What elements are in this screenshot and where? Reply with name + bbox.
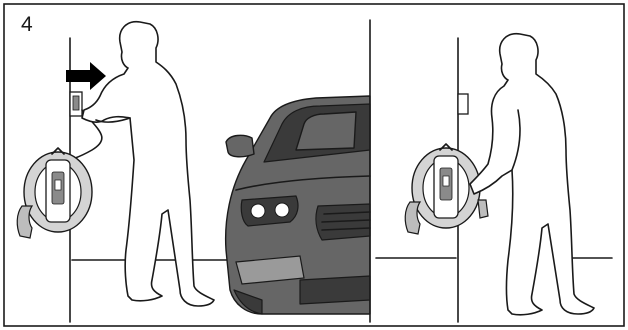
- wall-socket-icon-right: [458, 94, 468, 114]
- step-number: 4: [21, 14, 33, 35]
- wall-socket-icon: [70, 92, 82, 116]
